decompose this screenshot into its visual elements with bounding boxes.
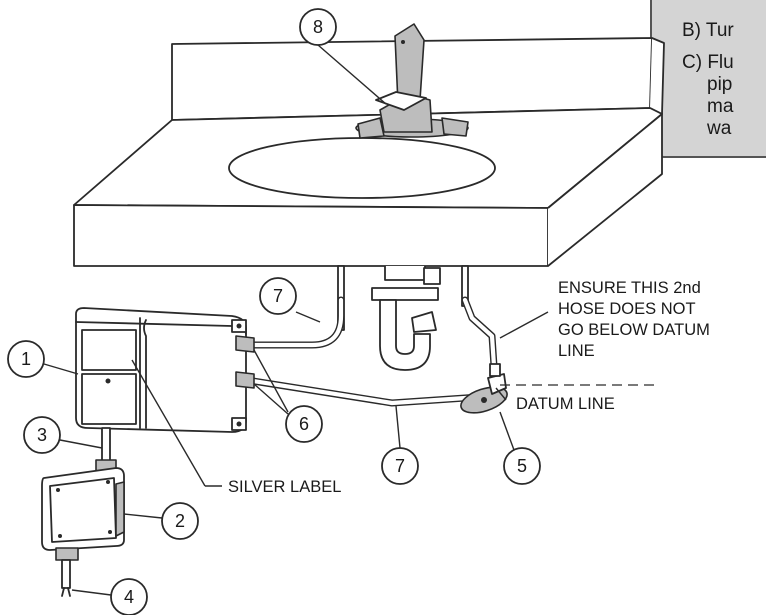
hose-second-to-valve — [461, 296, 498, 370]
callout-5: 5 — [503, 447, 541, 485]
callout-2: 2 — [161, 502, 199, 540]
note-step-b: B) Tur — [682, 20, 734, 41]
control-box — [75, 307, 255, 433]
svg-text:3: 3 — [37, 425, 47, 445]
datum-line-label: DATUM LINE — [516, 395, 615, 413]
leader-datum — [495, 387, 507, 401]
svg-text:7: 7 — [395, 456, 405, 476]
leader-6b — [253, 383, 289, 415]
leader-silver-label — [131, 359, 206, 487]
transformer-box — [41, 467, 125, 551]
leader-2 — [123, 513, 163, 519]
hose-lower — [249, 377, 484, 407]
conduit — [95, 427, 117, 475]
callout-8: 8 — [299, 8, 337, 46]
svg-text:1: 1 — [21, 349, 31, 369]
svg-text:HOSE DOES NOT: HOSE DOES NOT — [558, 300, 696, 318]
leader-7-upper — [295, 311, 321, 323]
leader-3 — [59, 439, 103, 449]
svg-text:4: 4 — [124, 587, 134, 607]
hose-upper — [249, 296, 345, 349]
note-step-c-line2: pip — [707, 74, 733, 95]
fitting-upper — [235, 335, 255, 353]
leader-1 — [43, 363, 79, 375]
leader-6a — [253, 349, 289, 413]
svg-text:2: 2 — [175, 511, 185, 531]
note-step-c-line4: wa — [707, 118, 732, 139]
faucet — [355, 23, 469, 139]
hose-warning-label: ENSURE THIS 2nd HOSE DOES NOT GO BELOW D… — [558, 279, 710, 360]
callout-1: 1 — [7, 340, 45, 378]
svg-text:5: 5 — [517, 456, 527, 476]
leader-5 — [499, 411, 515, 451]
leader-8 — [317, 44, 387, 105]
callout-4: 4 — [110, 578, 148, 615]
svg-text:8: 8 — [313, 17, 323, 37]
fitting-lower — [235, 371, 255, 389]
silver-label-text: SILVER LABEL — [228, 478, 341, 496]
svg-text:7: 7 — [273, 286, 283, 306]
leader-4 — [71, 589, 112, 596]
svg-text:LINE: LINE — [558, 342, 595, 360]
callout-7-upper: 7 — [259, 277, 297, 315]
note-step-c-line1: C) Flu — [682, 52, 734, 73]
instruction-note-box: B) Tur C) Flu pip ma wa — [650, 0, 766, 158]
callout-3: 3 — [23, 416, 61, 454]
leader-hose-warning — [499, 311, 549, 339]
power-cord — [55, 547, 79, 597]
callout-6: 6 — [285, 405, 323, 443]
svg-text:ENSURE THIS 2nd: ENSURE THIS 2nd — [558, 279, 701, 297]
sink-basin — [228, 137, 496, 199]
leader-7-lower — [395, 405, 401, 449]
note-step-c-line3: ma — [707, 96, 734, 117]
silver-label-panel — [81, 329, 137, 371]
callout-7-lower: 7 — [381, 447, 419, 485]
p-trap-drain — [371, 266, 441, 371]
svg-text:GO BELOW DATUM: GO BELOW DATUM — [558, 321, 710, 339]
angle-stop-valve — [460, 363, 508, 414]
svg-text:6: 6 — [299, 414, 309, 434]
